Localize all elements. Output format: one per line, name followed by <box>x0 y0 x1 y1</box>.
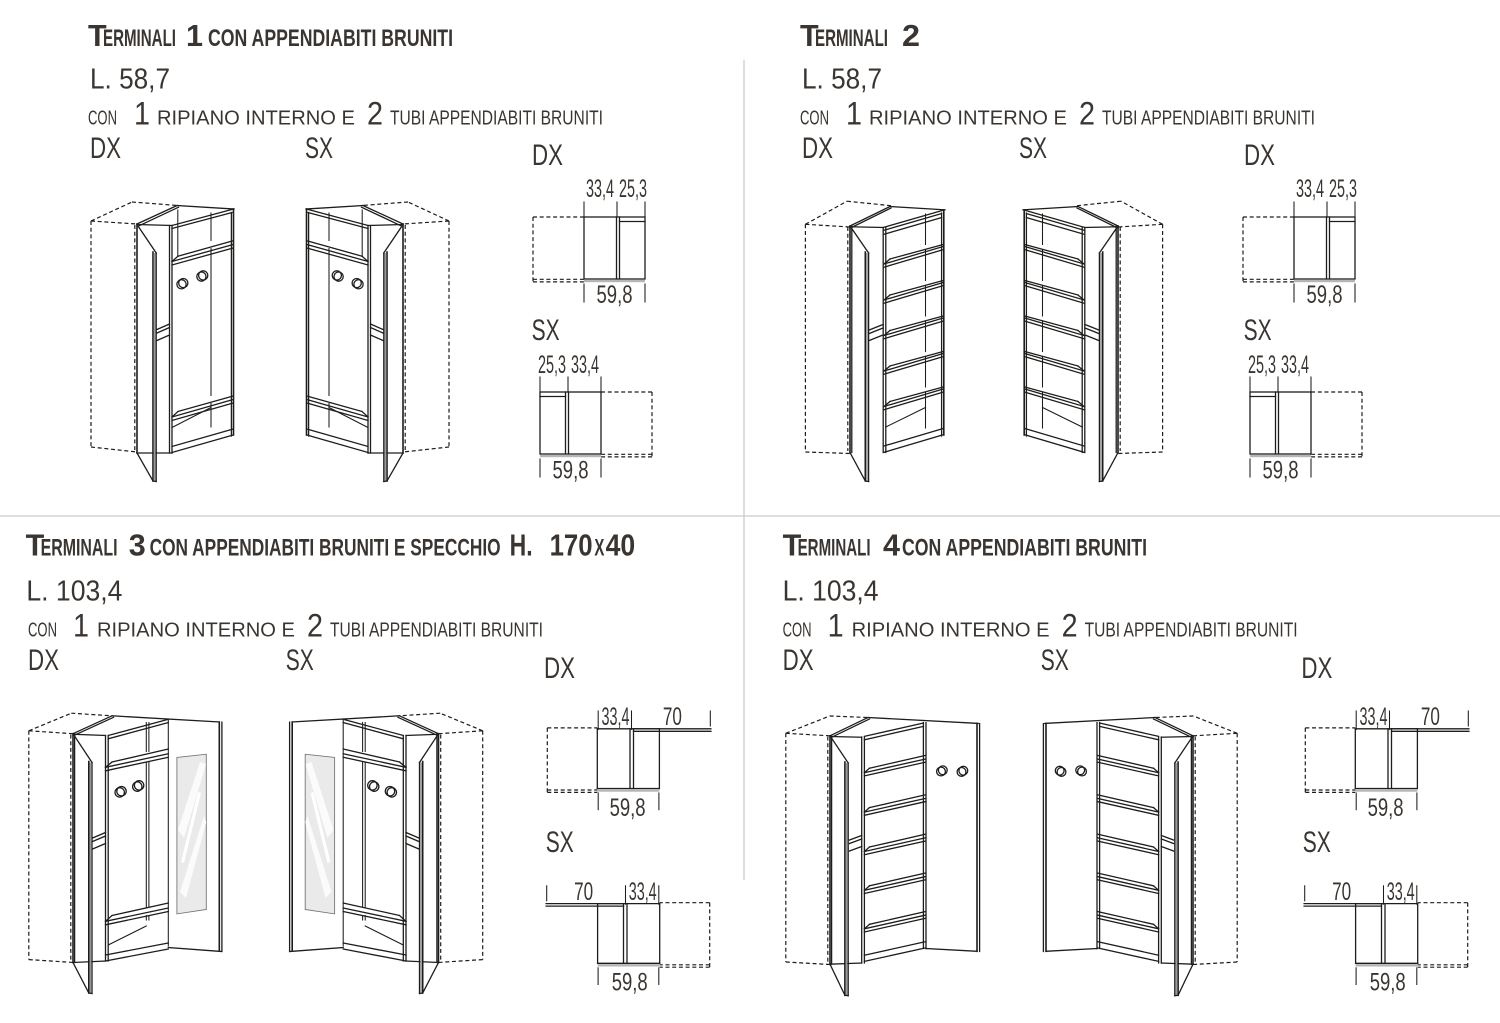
svg-text:DX: DX <box>28 644 59 677</box>
svg-text:DX: DX <box>90 132 121 165</box>
svg-text:T: T <box>88 19 107 53</box>
svg-text:25,3: 25,3 <box>538 351 566 379</box>
svg-text:DX: DX <box>1301 652 1332 685</box>
svg-text:TUBI APPENDIABITI BRUNITI: TUBI APPENDIABITI BRUNITI <box>1085 619 1298 641</box>
svg-text:25,3: 25,3 <box>1329 175 1357 203</box>
svg-text:CON: CON <box>28 619 57 641</box>
svg-text:RIPIANO INTERNO E: RIPIANO INTERNO E <box>869 107 1067 129</box>
svg-text:33,4: 33,4 <box>1296 175 1324 203</box>
svg-text:59,8: 59,8 <box>553 457 589 485</box>
svg-text:SX: SX <box>1303 826 1331 859</box>
svg-text:40: 40 <box>606 529 636 563</box>
svg-text:2: 2 <box>1079 95 1095 131</box>
svg-text:H.: H. <box>510 529 533 563</box>
svg-text:33,4: 33,4 <box>586 175 614 203</box>
svg-text:70: 70 <box>1421 703 1440 731</box>
svg-text:1: 1 <box>828 607 844 643</box>
svg-text:ERMINALI: ERMINALI <box>798 535 871 562</box>
svg-text:170: 170 <box>550 529 593 563</box>
svg-text:T: T <box>783 529 802 563</box>
svg-text:SX: SX <box>532 314 560 347</box>
svg-text:1: 1 <box>846 95 862 131</box>
svg-text:33,4: 33,4 <box>1387 878 1415 906</box>
svg-text:2: 2 <box>307 607 323 643</box>
svg-text:DX: DX <box>802 132 833 165</box>
svg-text:SX: SX <box>286 644 314 677</box>
svg-text:25,3: 25,3 <box>1248 351 1276 379</box>
svg-text:X: X <box>594 535 604 562</box>
svg-text:25,3: 25,3 <box>619 175 647 203</box>
svg-text:CON APPENDIABITI BRUNITI E SPE: CON APPENDIABITI BRUNITI E SPECCHIO <box>150 535 501 562</box>
svg-text:59,8: 59,8 <box>1370 968 1406 996</box>
svg-text:CON APPENDIABITI BRUNITI: CON APPENDIABITI BRUNITI <box>902 535 1147 562</box>
svg-text:L. 103,4: L. 103,4 <box>783 575 879 607</box>
svg-text:CON: CON <box>783 619 812 641</box>
svg-text:SX: SX <box>305 132 333 165</box>
svg-text:4: 4 <box>883 529 900 563</box>
svg-text:33,4: 33,4 <box>1281 351 1309 379</box>
svg-text:33,4: 33,4 <box>571 351 599 379</box>
svg-text:SX: SX <box>1244 314 1272 347</box>
svg-text:L. 103,4: L. 103,4 <box>26 575 122 607</box>
svg-text:59,8: 59,8 <box>597 281 633 309</box>
svg-text:SX: SX <box>1041 644 1069 677</box>
svg-text:59,8: 59,8 <box>1368 794 1404 822</box>
svg-text:1: 1 <box>134 95 150 131</box>
svg-text:59,8: 59,8 <box>612 968 648 996</box>
svg-text:CON: CON <box>88 107 117 129</box>
svg-text:L. 58,7: L. 58,7 <box>802 64 882 96</box>
svg-text:ERMINALI: ERMINALI <box>41 535 118 562</box>
svg-text:DX: DX <box>532 139 563 172</box>
svg-text:70: 70 <box>663 703 682 731</box>
svg-text:RIPIANO INTERNO E: RIPIANO INTERNO E <box>157 107 355 129</box>
svg-text:2: 2 <box>367 95 383 131</box>
svg-text:DX: DX <box>1244 139 1275 172</box>
svg-text:T: T <box>800 19 819 53</box>
svg-text:TUBI APPENDIABITI BRUNITI: TUBI APPENDIABITI BRUNITI <box>1102 107 1315 129</box>
svg-text:ERMINALI: ERMINALI <box>815 25 888 52</box>
svg-text:DX: DX <box>783 644 814 677</box>
svg-text:SX: SX <box>546 826 574 859</box>
svg-text:CON APPENDIABITI BRUNITI: CON APPENDIABITI BRUNITI <box>208 25 453 52</box>
svg-text:33,4: 33,4 <box>602 703 630 731</box>
svg-text:RIPIANO INTERNO E: RIPIANO INTERNO E <box>97 619 295 641</box>
svg-text:TUBI APPENDIABITI BRUNITI: TUBI APPENDIABITI BRUNITI <box>390 107 603 129</box>
svg-text:ERMINALI: ERMINALI <box>103 25 176 52</box>
svg-text:59,8: 59,8 <box>1307 281 1343 309</box>
svg-text:59,8: 59,8 <box>610 794 646 822</box>
svg-text:70: 70 <box>1332 878 1351 906</box>
svg-text:2: 2 <box>902 19 920 53</box>
svg-text:TUBI APPENDIABITI BRUNITI: TUBI APPENDIABITI BRUNITI <box>330 619 543 641</box>
svg-text:1: 1 <box>73 607 89 643</box>
svg-text:3: 3 <box>129 529 146 563</box>
svg-text:CON: CON <box>800 107 829 129</box>
svg-text:2: 2 <box>1062 607 1078 643</box>
svg-text:T: T <box>26 529 45 563</box>
svg-text:L. 58,7: L. 58,7 <box>90 64 170 96</box>
svg-text:SX: SX <box>1019 132 1047 165</box>
svg-text:59,8: 59,8 <box>1263 457 1299 485</box>
svg-text:70: 70 <box>574 878 593 906</box>
svg-text:1: 1 <box>186 19 203 53</box>
svg-text:33,4: 33,4 <box>629 878 657 906</box>
svg-text:33,4: 33,4 <box>1360 703 1388 731</box>
svg-text:RIPIANO INTERNO E: RIPIANO INTERNO E <box>852 619 1050 641</box>
svg-text:DX: DX <box>544 652 575 685</box>
